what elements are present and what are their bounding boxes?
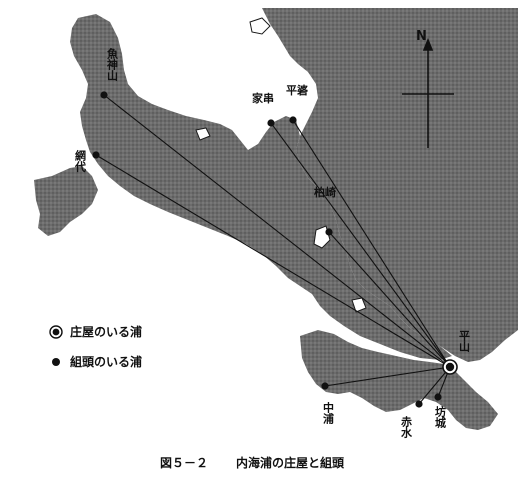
line-to-amishiro bbox=[95, 154, 451, 368]
sea-southwest bbox=[34, 166, 98, 236]
north-label: N bbox=[416, 29, 427, 44]
marker-amishiro bbox=[92, 151, 100, 159]
line-to-hiraki bbox=[292, 119, 451, 368]
marker-iegushi bbox=[267, 119, 275, 127]
sea-south bbox=[300, 330, 498, 430]
label-hirayama: 平山 bbox=[458, 330, 471, 353]
sea bbox=[34, 8, 518, 430]
figure-caption: 図５－２ 内海浦の庄屋と組頭 bbox=[160, 455, 345, 470]
islet-1 bbox=[249, 17, 271, 35]
label-iegushi: 家串 bbox=[252, 91, 274, 105]
village-markers bbox=[92, 91, 458, 408]
marker-nakanoura bbox=[321, 382, 329, 390]
label-nakanoura: 中浦 bbox=[322, 401, 335, 425]
line-to-nakanoura bbox=[324, 366, 451, 387]
label-uogamiyama: 魚神山 bbox=[106, 47, 119, 82]
connection-lines bbox=[95, 94, 451, 405]
marker-hiraki bbox=[289, 116, 297, 124]
sea-northeast bbox=[262, 8, 518, 362]
label-hiraki: 平碆 bbox=[286, 83, 308, 97]
marker-kashiwazaki bbox=[325, 228, 333, 236]
marker-uogamiyama bbox=[100, 91, 108, 99]
islet-4 bbox=[351, 297, 367, 313]
sea-west bbox=[70, 14, 452, 360]
caption-figure-number: 図５－２ bbox=[160, 456, 208, 470]
islets bbox=[195, 17, 367, 313]
legend-shoya-symbol-inner bbox=[52, 328, 60, 336]
label-bojo: 坊城 bbox=[434, 405, 447, 429]
legend-shoya-label: 庄屋のいる浦 bbox=[70, 324, 142, 339]
caption-title: 内海浦の庄屋と組頭 bbox=[236, 455, 345, 470]
legend-kumigashira-symbol bbox=[52, 358, 60, 366]
legend: 庄屋のいる浦 組頭のいる浦 bbox=[49, 324, 142, 369]
marker-bojo bbox=[434, 393, 442, 401]
legend-kumigashira-label: 組頭のいる浦 bbox=[70, 354, 142, 369]
line-to-akamizu bbox=[418, 366, 451, 405]
north-arrow bbox=[402, 37, 454, 148]
label-akamizu: 赤水 bbox=[400, 415, 413, 439]
label-kashiwazaki: 柏崎 bbox=[314, 185, 336, 199]
label-amishiro: 網代 bbox=[74, 149, 88, 173]
north-arrowhead bbox=[422, 37, 434, 51]
marker-akamizu bbox=[415, 400, 423, 408]
islet-3 bbox=[195, 127, 211, 141]
line-to-uogamiyama bbox=[103, 94, 451, 368]
line-to-iegushi bbox=[270, 122, 451, 368]
line-to-kashiwazaki bbox=[328, 231, 451, 368]
place-labels: 魚神山 網代 家串 平碆 柏崎 平山 中浦 赤水 坊城 bbox=[74, 47, 471, 439]
marker-hirayama-inner bbox=[445, 362, 455, 372]
